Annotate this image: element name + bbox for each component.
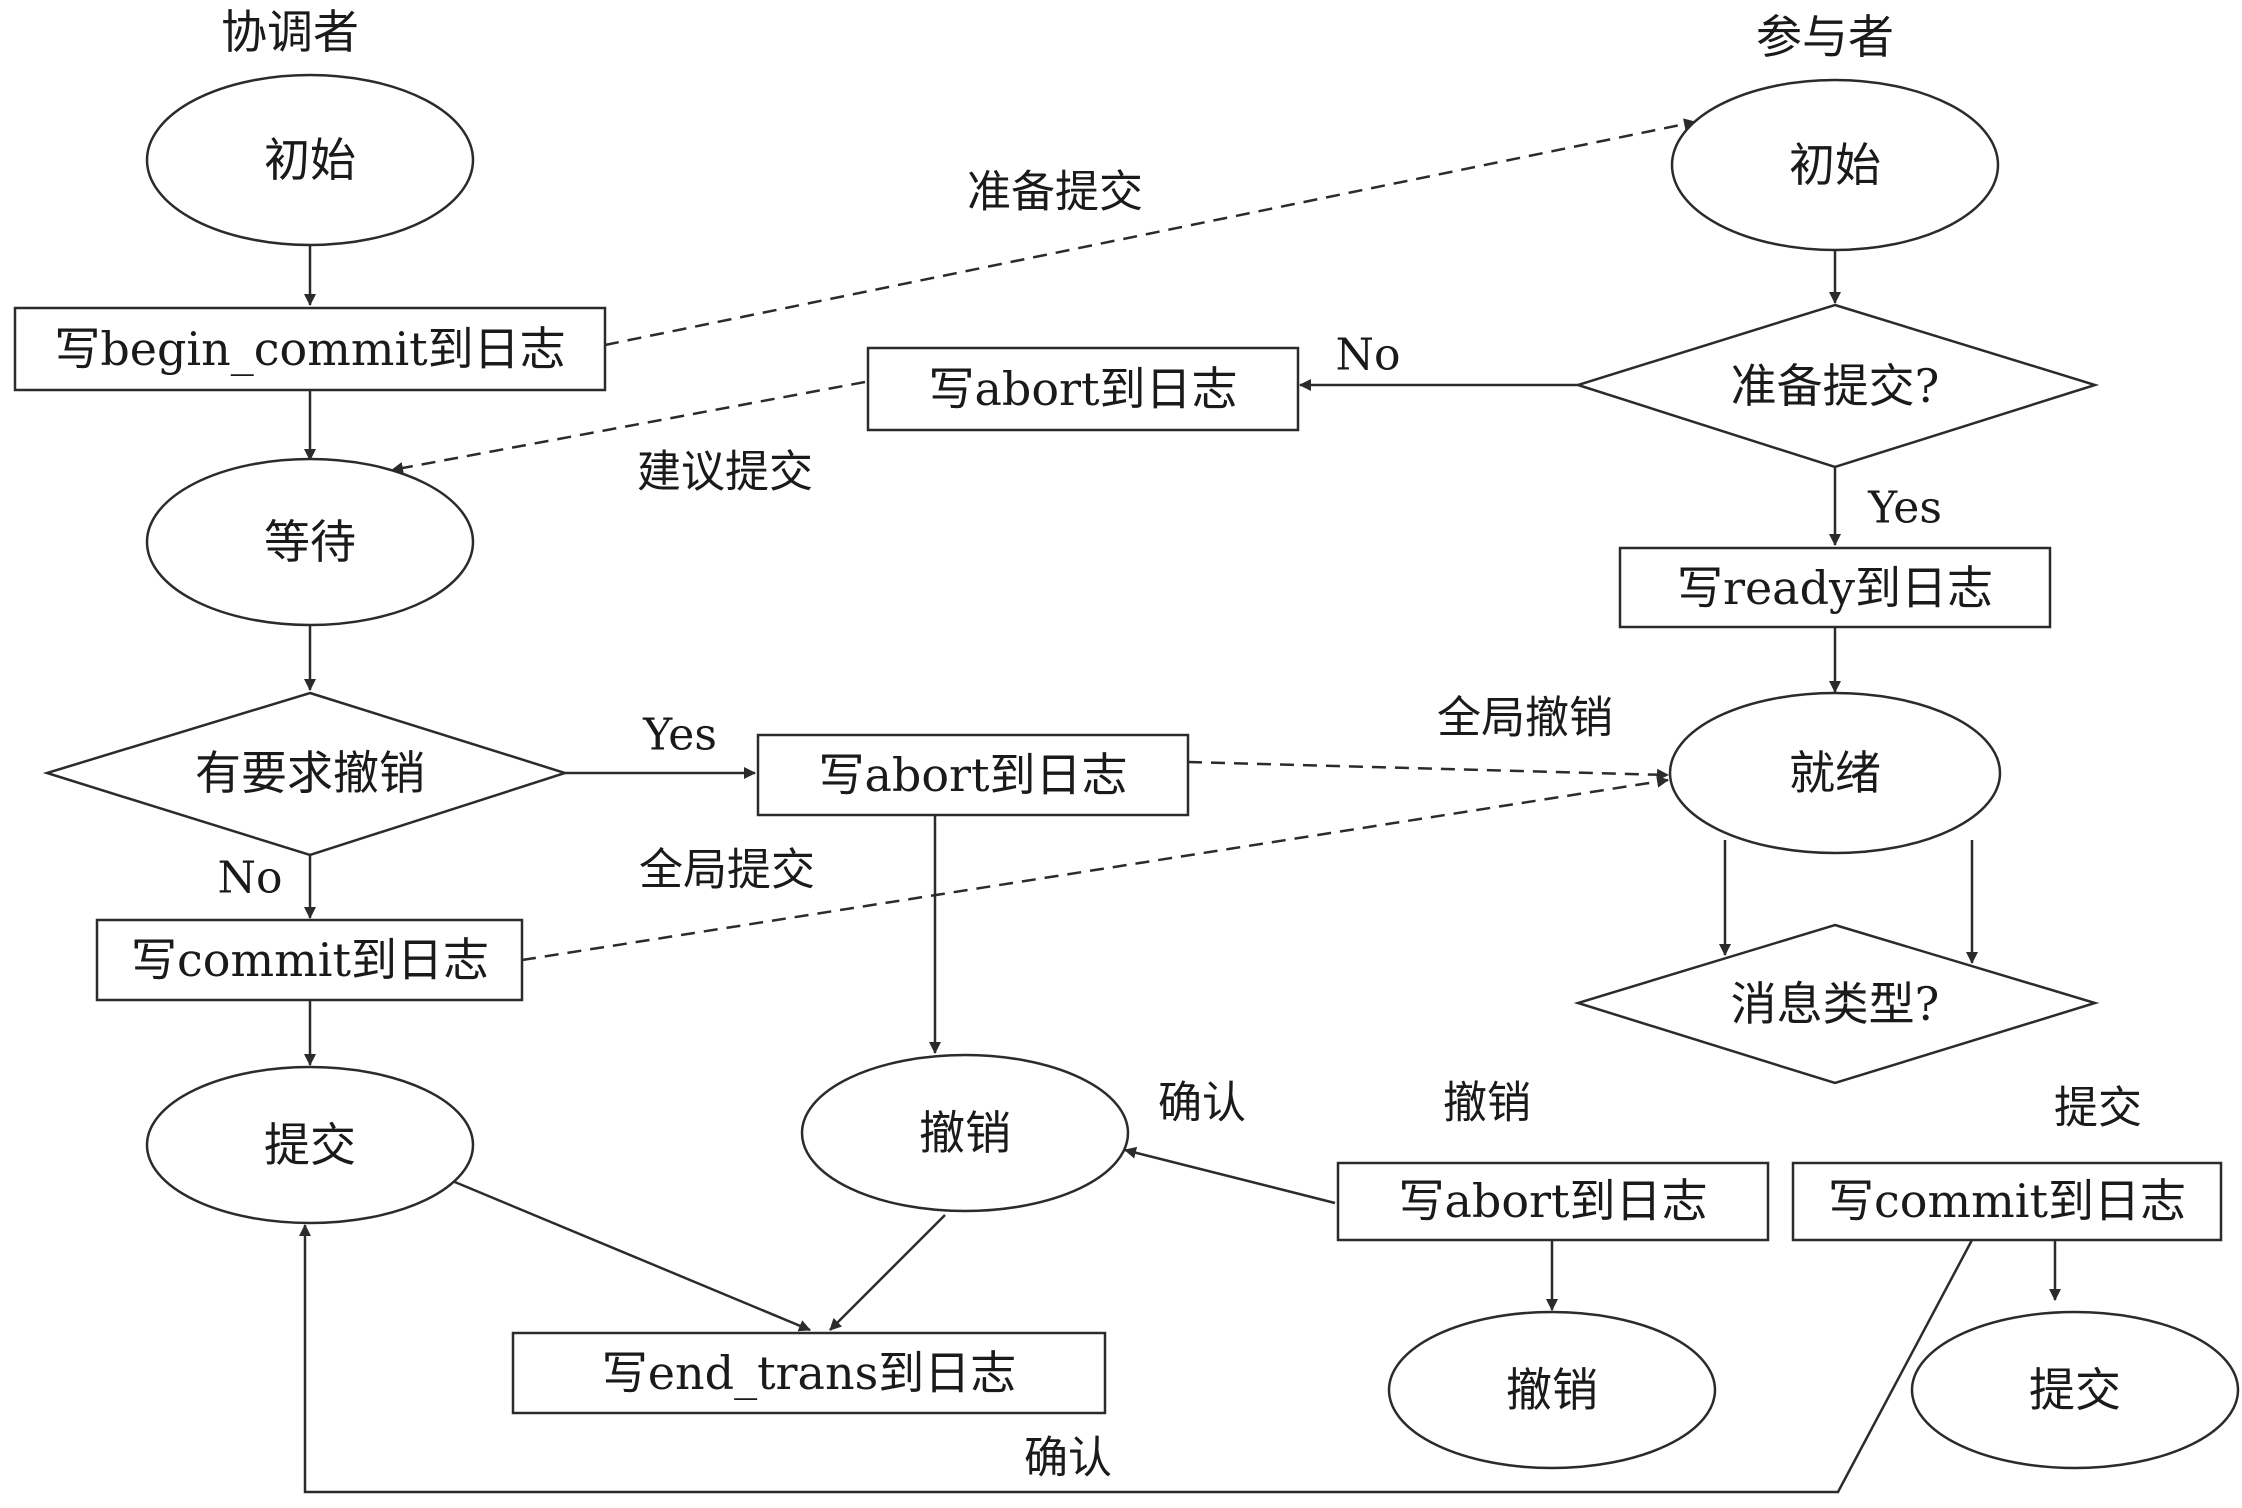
edge-msg-global-commit [521, 775, 1669, 962]
node-p-ready: 就绪 [1668, 691, 2002, 855]
edge-label-yes-right: Yes [1867, 483, 1942, 534]
header-coordinator: 协调者 [221, 5, 359, 59]
node-p-commit: 提交 [1910, 1310, 2240, 1470]
node-c-write-end-label: 写end_trans到日志 [602, 1346, 1016, 1400]
node-c-decision-label: 有要求撤销 [195, 746, 425, 800]
node-p-write-abort-label: 写abort到日志 [1398, 1174, 1707, 1228]
edge-c-commit-to-write-end [449, 1178, 811, 1332]
node-p-init: 初始 [1670, 78, 2000, 252]
node-p-write-abort-top: 写abort到日志 [866, 346, 1300, 432]
node-c-commit: 提交 [145, 1065, 475, 1225]
edge-c-abort-to-write-end [829, 1214, 946, 1331]
edge-msg-global-abort [1187, 760, 1669, 781]
node-c-write-abort-label: 写abort到日志 [818, 748, 1127, 802]
edge-label-ack-abort: 确认 [1158, 1078, 1246, 1129]
node-p-write-commit-label: 写commit到日志 [1828, 1174, 2186, 1228]
node-p-write-ready-label: 写ready到日志 [1677, 561, 1993, 615]
node-p-abort: 撤销 [1387, 1310, 1717, 1470]
edge-label-no-left: No [218, 853, 283, 904]
node-c-commit-label: 提交 [264, 1118, 356, 1172]
node-p-write-abort-top-label: 写abort到日志 [928, 362, 1237, 416]
node-c-init: 初始 [145, 73, 475, 247]
edge-label-global-abort: 全局撤销 [1437, 693, 1613, 744]
node-c-write-begin: 写begin_commit到日志 [13, 306, 607, 392]
node-c-write-commit: 写commit到日志 [95, 918, 524, 1002]
node-c-decision: 有要求撤销 [42, 691, 570, 857]
edge-p-write-abort-to-c-abort [1124, 1146, 1336, 1205]
edge-label-abort-branch: 撤销 [1443, 1078, 1531, 1129]
node-c-write-end: 写end_trans到日志 [511, 1331, 1107, 1415]
edge-msg-vote-commit [391, 380, 866, 474]
node-c-write-commit-label: 写commit到日志 [131, 933, 489, 987]
node-p-write-abort: 写abort到日志 [1336, 1161, 1770, 1242]
node-c-write-begin-label: 写begin_commit到日志 [54, 322, 565, 376]
node-p-abort-label: 撤销 [1506, 1363, 1598, 1417]
edge-label-global-commit: 全局提交 [639, 845, 815, 896]
edge-label-yes-left: Yes [642, 710, 717, 761]
node-c-wait: 等待 [145, 457, 475, 627]
edge-label-commit-branch: 提交 [2054, 1083, 2142, 1134]
node-c-write-abort: 写abort到日志 [756, 733, 1190, 817]
node-p-decision-msg-label: 消息类型? [1731, 977, 1940, 1031]
edge-label-no-top: No [1336, 330, 1401, 381]
node-c-abort: 撤销 [800, 1053, 1130, 1213]
node-p-decision-prepare-label: 准备提交? [1731, 359, 1940, 413]
node-c-abort-label: 撤销 [919, 1106, 1011, 1160]
edge-label-ack-commit: 确认 [1024, 1433, 1112, 1484]
node-p-decision-prepare: 准备提交? [1573, 303, 2100, 469]
node-p-init-label: 初始 [1789, 138, 1881, 192]
edge-label-vote-commit: 建议提交 [637, 447, 813, 498]
node-p-decision-msg: 消息类型? [1573, 923, 2100, 1085]
edge-label-prepare: 准备提交 [967, 167, 1143, 218]
edges [299, 118, 2061, 1494]
edge-msg-prepare [604, 118, 1696, 347]
node-c-init-label: 初始 [264, 133, 356, 187]
node-c-wait-label: 等待 [264, 515, 356, 569]
node-p-write-ready: 写ready到日志 [1618, 546, 2052, 629]
node-p-ready-label: 就绪 [1789, 746, 1881, 800]
edge-p-write-commit-to-c-commit [299, 1224, 1974, 1494]
header-participant: 参与者 [1756, 10, 1894, 64]
node-p-commit-label: 提交 [2029, 1363, 2121, 1417]
node-p-write-commit: 写commit到日志 [1791, 1161, 2223, 1242]
